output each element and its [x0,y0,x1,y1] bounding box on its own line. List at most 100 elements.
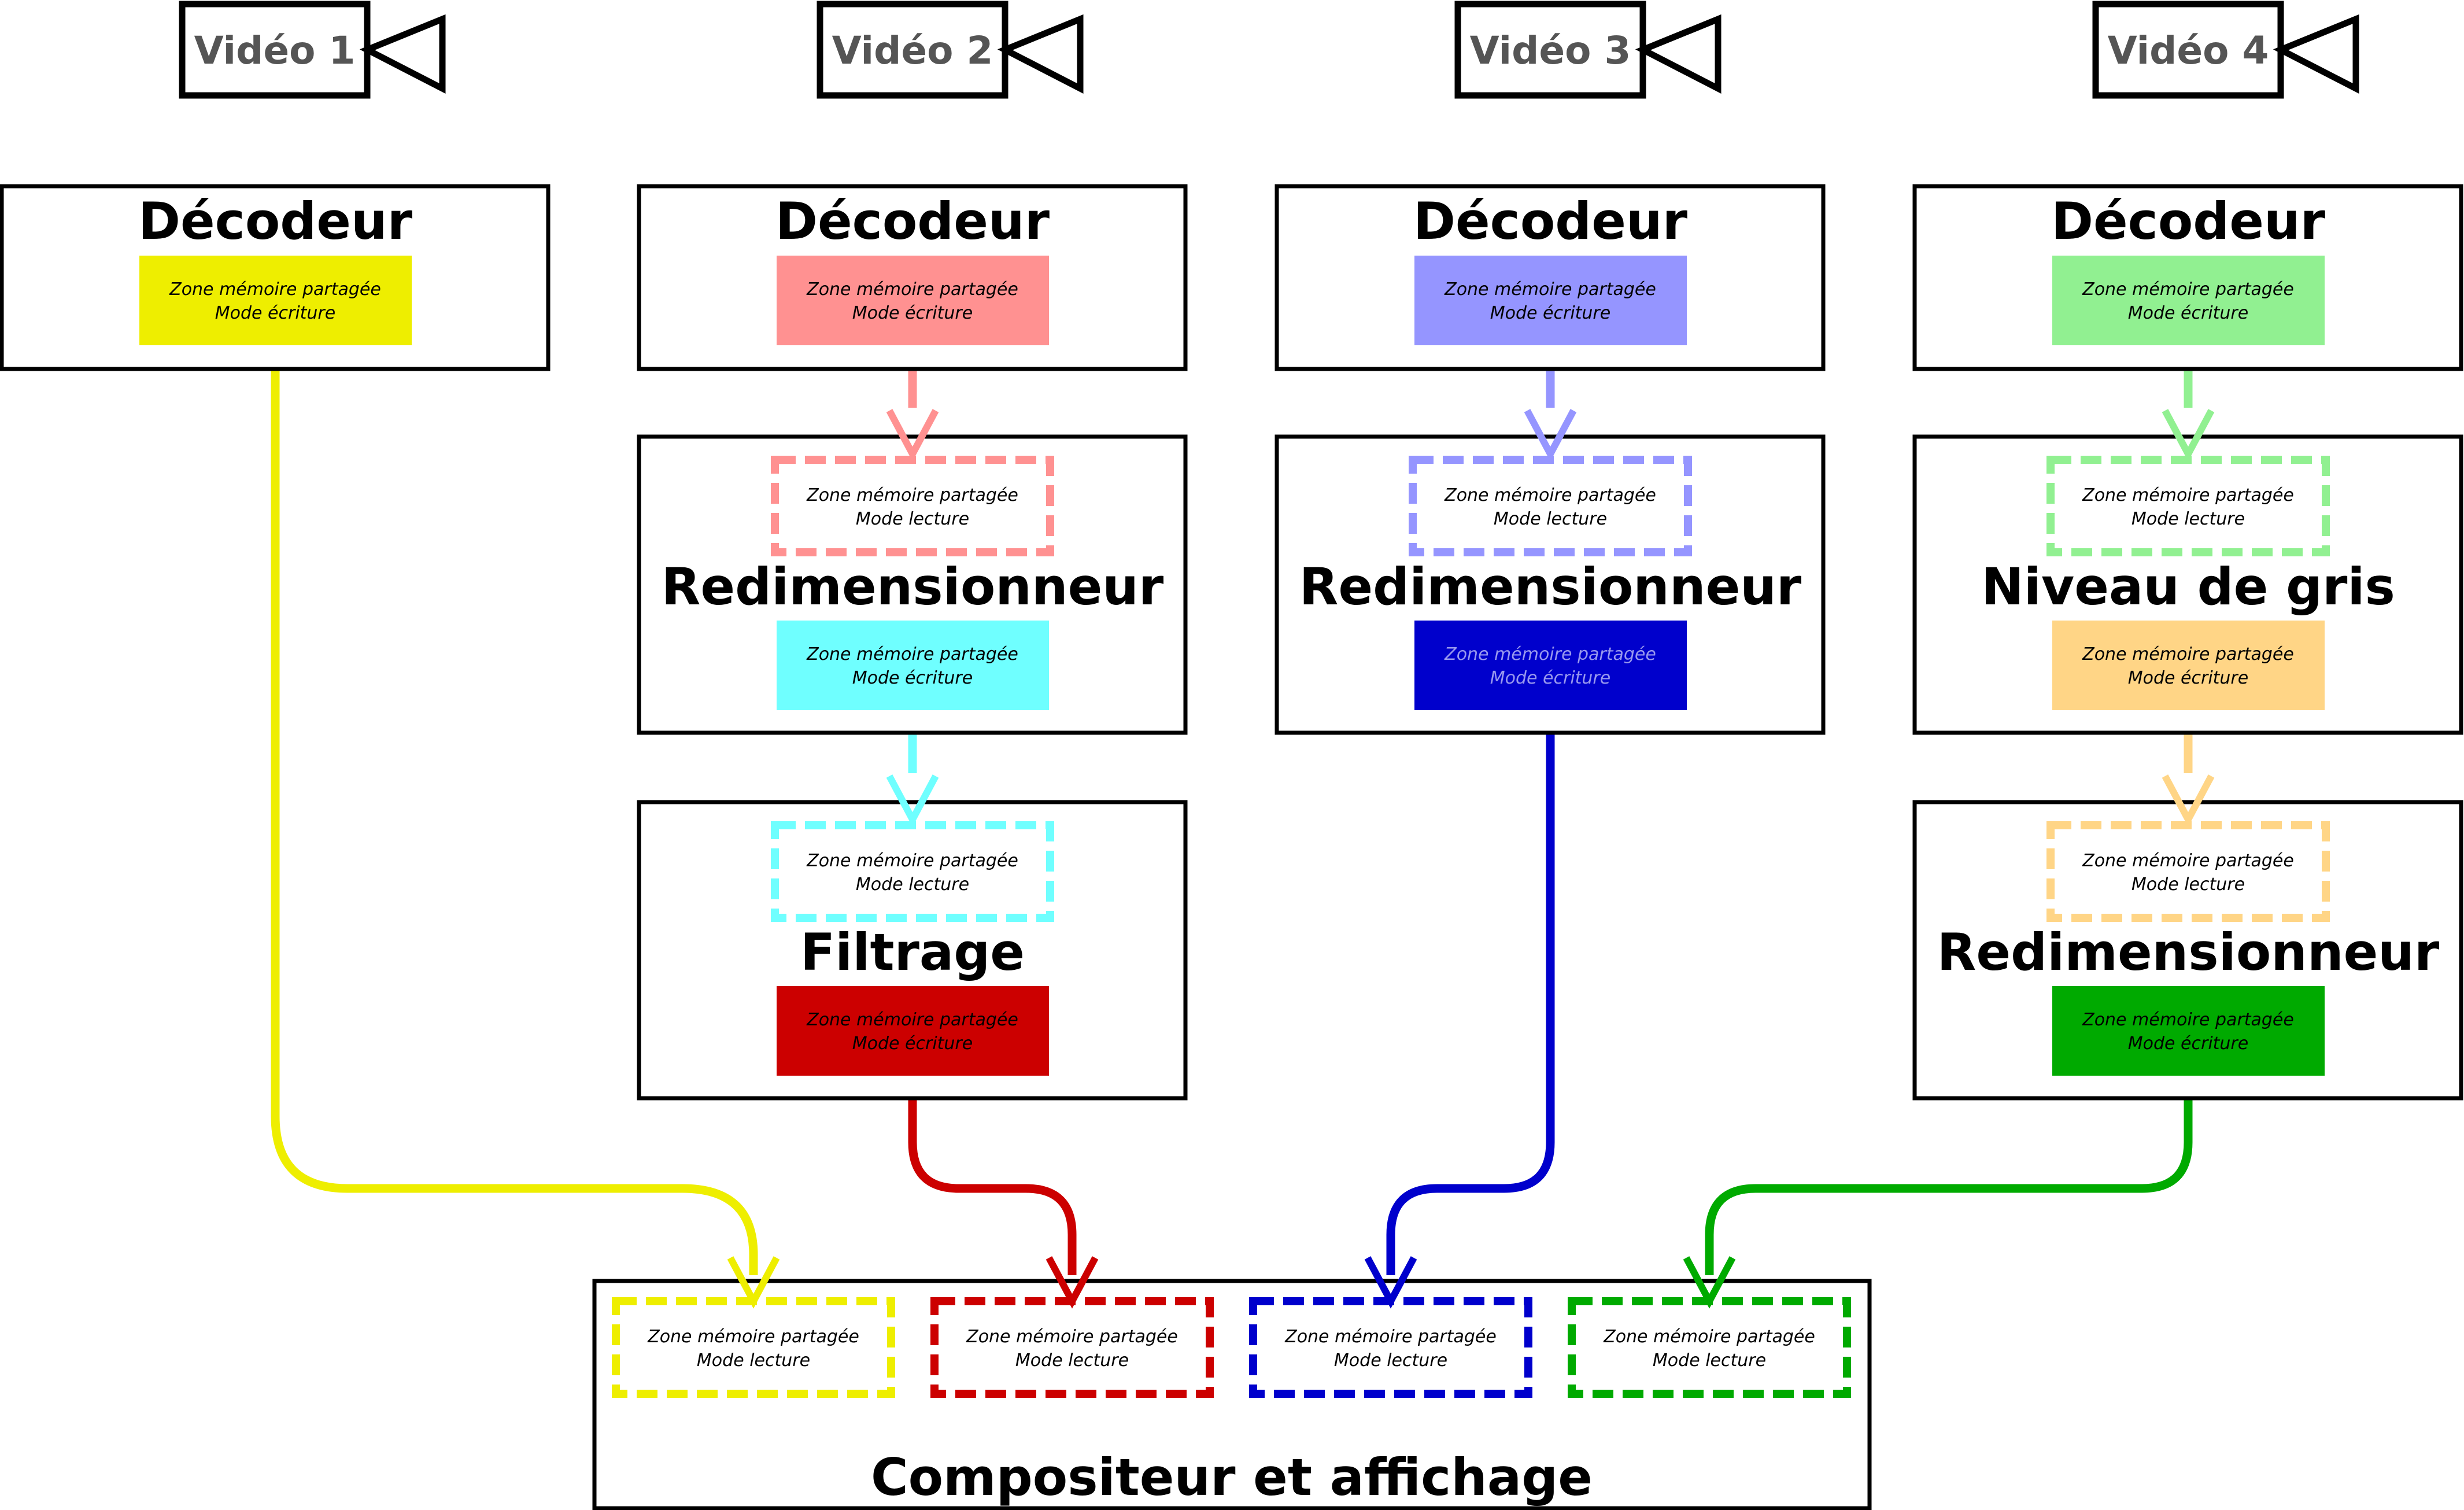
write-zone [777,256,1049,345]
grayscale-box-4: Zone mémoire partagée Mode lecture Nivea… [1912,434,2463,735]
camera-video-4: Vidéo 4 [2092,1,2359,99]
camera-lens-icon [359,14,446,94]
arrowhead-icon [886,409,939,462]
zone-label-line2: Mode écriture [1490,303,1610,323]
zone-label-line2: Mode écriture [852,1033,973,1054]
decoder-box-4: Décodeur Zone mémoire partagée Mode écri… [1912,184,2463,371]
arrowhead-icon [1046,1256,1099,1309]
box-title: Décodeur [2051,191,2326,251]
zone-label-line1: Zone mémoire partagée [806,1010,1018,1030]
zone-label-line1: Zone mémoire partagée [1444,279,1656,300]
read-zone [2046,456,2330,556]
zone-label-line1: Zone mémoire partagée [806,644,1018,664]
zone-label-line1: Zone mémoire partagée [806,485,1018,505]
zone-label-line1: Zone mémoire partagée [169,279,381,300]
zone-label-line2: Mode lecture [697,1350,810,1371]
camera-label: Vidéo 4 [2108,28,2269,73]
write-zone [1414,256,1687,345]
zone-label-line2: Mode lecture [2131,874,2245,895]
zone-label-line1: Zone mémoire partagée [2082,851,2294,871]
arrowhead-icon [886,774,939,827]
decoder-box-3: Décodeur Zone mémoire partagée Mode écri… [1275,184,1826,371]
write-zone [1414,621,1687,710]
zone-label-line1: Zone mémoire partagée [1444,485,1656,505]
connector-line [1386,710,1555,1275]
camera-label: Vidéo 1 [194,28,356,73]
arrowhead-icon [1364,1256,1417,1309]
camera-lens-icon [2273,14,2359,94]
arrowheads [727,409,2215,1309]
decoder-box-2: Décodeur Zone mémoire partagée Mode écri… [637,184,1188,371]
zone-label-line2: Mode lecture [2131,509,2245,529]
zone-label-line1: Zone mémoire partagée [2082,644,2294,664]
zone-label-line1: Zone mémoire partagée [1444,644,1656,664]
zone-label-line2: Mode lecture [1334,1350,1447,1371]
camera-video-2: Vidéo 2 [817,1,1084,99]
zone-label-line2: Mode écriture [2128,1033,2248,1054]
zone-label-line2: Mode écriture [852,668,973,688]
resizer-box-3: Zone mémoire partagée Mode lecture Redim… [1275,434,1826,735]
decoder-box-1: Décodeur Zone mémoire partagée Mode écri… [0,184,551,371]
box-title: Compositeur et affichage [871,1448,1593,1507]
arrowhead-icon [2162,409,2215,462]
zone-label-line2: Mode écriture [215,303,335,323]
box-title: Redimensionneur [1299,557,1802,616]
camera-lens-icon [1635,14,1722,94]
compositor-box: Zone mémoire partagée Mode lecture Zone … [592,1279,1872,1510]
read-zone [771,821,1054,922]
connector-line [271,345,758,1275]
arrowhead-icon [2162,774,2215,827]
filter-box-2: Zone mémoire partagée Mode lecture Filtr… [637,800,1188,1101]
zone-label-line2: Mode lecture [1015,1350,1129,1371]
write-zone [2052,621,2325,710]
zone-label-line2: Mode lecture [1494,509,1607,529]
read-zone [1409,456,1692,556]
zone-label-line1: Zone mémoire partagée [806,851,1018,871]
zone-label-line1: Zone mémoire partagée [2082,279,2294,300]
write-zone [777,986,1049,1076]
camera-lens-icon [997,14,1084,94]
read-zone [930,1297,1214,1398]
zone-label-line1: Zone mémoire partagée [647,1327,859,1347]
connectors [271,345,2193,1275]
box-title: Filtrage [800,922,1025,982]
write-zone [777,621,1049,710]
zone-label-line2: Mode lecture [1653,1350,1766,1371]
write-zone [2052,986,2325,1076]
read-zone [612,1297,895,1398]
zone-label-line2: Mode écriture [2128,668,2248,688]
zone-label-line1: Zone mémoire partagée [2082,1010,2294,1030]
read-zone [1249,1297,1532,1398]
zone-label-line2: Mode écriture [2128,303,2248,323]
arrowhead-icon [727,1256,780,1309]
zone-label-line2: Mode écriture [1490,668,1610,688]
camera-video-3: Vidéo 3 [1454,1,1722,99]
read-zone [2046,821,2330,922]
zone-label-line1: Zone mémoire partagée [2082,485,2294,505]
connector-line [1705,1076,2193,1275]
arrowhead-icon [1524,409,1577,462]
zone-label-line1: Zone mémoire partagée [966,1327,1178,1347]
arrowhead-icon [1683,1256,1736,1309]
resizer-box-2: Zone mémoire partagée Mode lecture Redim… [637,434,1188,735]
box-title: Niveau de gris [1981,557,2395,616]
write-zone [139,256,412,345]
camera-label: Vidéo 3 [1470,28,1631,73]
read-zone [1568,1297,1851,1398]
connector-line [908,1076,1077,1275]
camera-video-1: Vidéo 1 [179,1,446,99]
write-zone [2052,256,2325,345]
box-title: Décodeur [138,191,413,251]
zone-label-line2: Mode lecture [856,874,969,895]
box-title: Décodeur [1413,191,1688,251]
camera-label: Vidéo 2 [832,28,993,73]
zone-label-line1: Zone mémoire partagée [806,279,1018,300]
zone-label-line1: Zone mémoire partagée [1603,1327,1815,1347]
box-title: Décodeur [775,191,1050,251]
resizer-box-4: Zone mémoire partagée Mode lecture Redim… [1912,800,2463,1101]
zone-label-line1: Zone mémoire partagée [1284,1327,1497,1347]
box-title: Redimensionneur [1937,922,2440,982]
zone-label-line2: Mode écriture [852,303,973,323]
box-title: Redimensionneur [662,557,1164,616]
